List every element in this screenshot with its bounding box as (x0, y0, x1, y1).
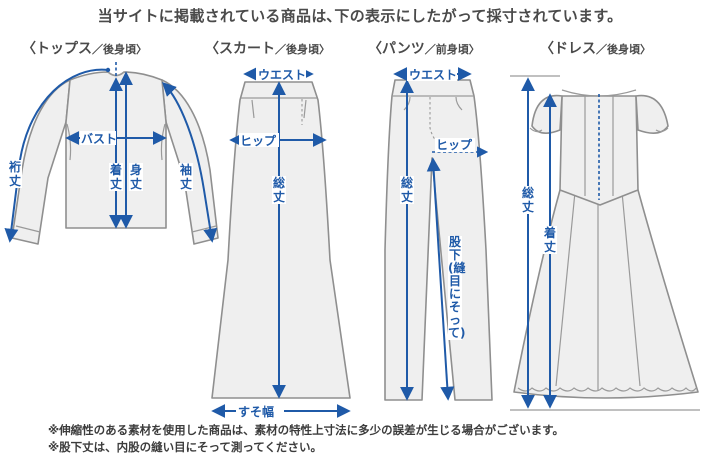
pants-view: ／前身頃〉 (424, 43, 480, 56)
skirt-soutake-label: 総丈 (272, 176, 286, 204)
yuki-start-dot (105, 67, 111, 73)
dress-skirt (513, 189, 699, 399)
dress-left-sleeve (531, 94, 563, 134)
pants-caption: 〈パンツ／前身頃〉 (368, 38, 480, 58)
mitake-label: 身丈 (129, 163, 143, 191)
pants-soutake-label: 総丈 (400, 176, 414, 204)
dress-view: ／後身頃〉 (596, 43, 651, 56)
skirt-hip-label: ヒップ (240, 133, 277, 148)
dress-illustration (513, 89, 699, 399)
dress-soutake-label: 総丈 (521, 186, 535, 214)
dress-right-sleeve (635, 94, 669, 134)
pants-measures: ウエスト ヒップ (393, 67, 489, 401)
skirt-measures: ウエスト ヒップ すそ幅 (211, 67, 351, 419)
dress-title: 〈ドレス (540, 41, 596, 57)
note-stretch: ※伸縮性のある素材を使用した商品は、素材の特性上寸法に多少の誤差が生じる場合がご… (48, 423, 565, 437)
page-heading: 当サイトに掲載されている商品は､下の表示にしたがって採寸されています。 (97, 7, 623, 25)
dress-skirt-seams (555, 191, 641, 390)
skirt-title: 〈スカート (205, 41, 275, 57)
sodetake-label: 袖丈 (179, 163, 193, 191)
tops-measures: バスト (4, 62, 218, 243)
skirt-view: ／後身頃〉 (275, 43, 330, 56)
notes: ※伸縮性のある素材を使用した商品は、素材の特性上寸法に多少の誤差が生じる場合がご… (48, 422, 564, 456)
skirt-illustration (211, 81, 351, 399)
dress-measures (510, 75, 700, 411)
tops-caption: 〈トップス／後身頃〉 (22, 38, 147, 58)
skirt-darts (251, 99, 307, 119)
pants-title: 〈パンツ (368, 41, 425, 57)
sodetake-line (162, 82, 218, 243)
pants-fly (429, 97, 441, 145)
pants-waist-label: ウエスト (409, 68, 457, 82)
pants-matashita-label: 股下(縫目にそって) (448, 235, 466, 340)
skirt-caption: 〈スカート／後身頃〉 (205, 38, 330, 58)
tops-title: 〈トップス (22, 41, 92, 57)
note-inseam: ※股下丈は、内股の縫い目にそって測ってください。 (48, 440, 322, 454)
skirt-waist-label: ウエスト (258, 68, 306, 82)
yuki-label: 裄丈 (8, 160, 22, 188)
skirt-susohaba-label: すそ幅 (238, 404, 274, 419)
pants-hip-label: ヒップ (436, 137, 473, 152)
pants-matashita-line (426, 157, 455, 401)
dress-princess-seams (584, 96, 614, 196)
yuki-line (4, 68, 109, 243)
dress-kitake-label: 着丈 (543, 226, 557, 254)
skirt-body (211, 81, 351, 399)
bust-label: バスト (81, 132, 117, 146)
dress-caption: 〈ドレス／後身頃〉 (540, 38, 651, 58)
tops-view: ／後身頃〉 (92, 43, 147, 56)
kitake-label: 着丈 (109, 163, 123, 191)
